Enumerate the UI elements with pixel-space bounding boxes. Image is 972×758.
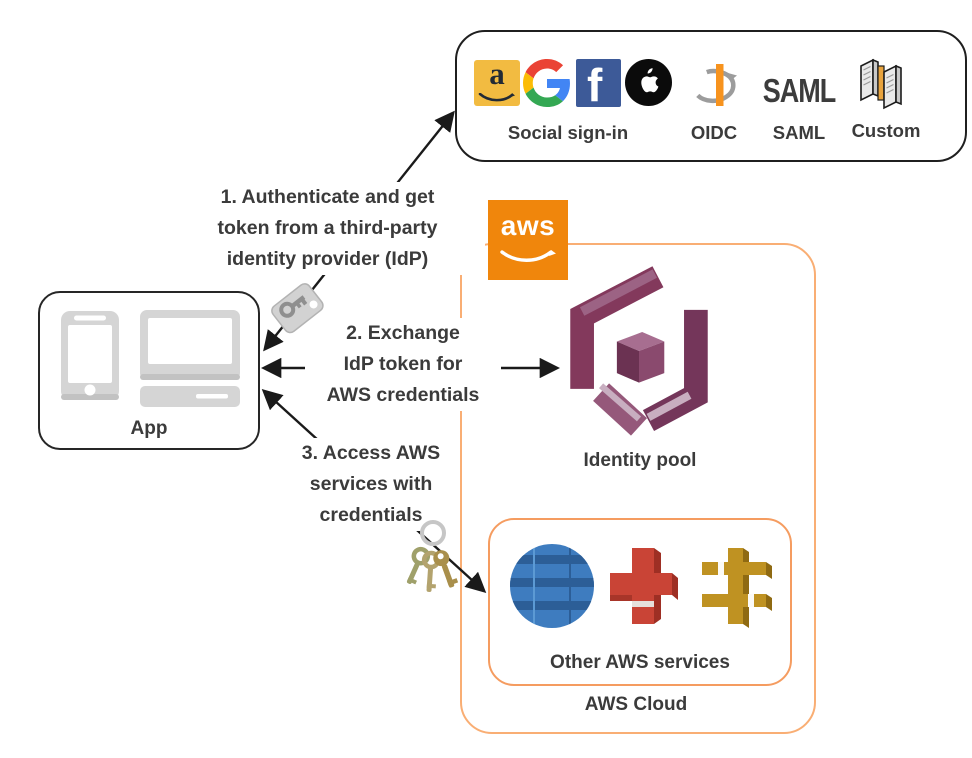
step-1-label: 1. Authenticate and get token from a thi…: [170, 182, 485, 275]
social-sign-in-label: Social sign-in: [507, 122, 629, 143]
step-3-line: 3. Access AWS: [301, 442, 441, 464]
s3-icon: [610, 548, 678, 624]
saml-logo: SAML: [762, 72, 837, 110]
credentials-keys-icon: [406, 520, 459, 592]
step-1-line: 1. Authenticate and get: [220, 186, 435, 208]
amazon-smile: [478, 93, 515, 102]
gold-service-icon: [702, 548, 772, 628]
identity-pool-icon: [570, 266, 708, 436]
dynamodb-icon: [510, 544, 594, 628]
aws-logo: aws: [488, 200, 568, 280]
saml-label: SAML: [772, 122, 826, 143]
apple-icon: [625, 59, 672, 106]
other-aws-services-box: Other AWS services: [488, 518, 792, 686]
google-icon: [523, 59, 570, 107]
other-aws-services-label: Other AWS services: [550, 652, 730, 674]
identity-providers-box: a f Social sign-in O: [455, 30, 967, 162]
step-1-line: token from a third-party: [217, 217, 438, 239]
aws-cloud-label: AWS Cloud: [584, 694, 688, 715]
amazon-icon: a: [474, 56, 520, 106]
aws-logo-text: aws: [500, 210, 556, 241]
oidc-icon: [696, 64, 737, 106]
oidc-label: OIDC: [690, 122, 738, 143]
identity-pool-label: Identity pool: [583, 450, 697, 471]
custom-idp-icon: [860, 58, 902, 110]
custom-label: Custom: [851, 120, 921, 141]
step-2-line: IdP token for: [343, 353, 463, 375]
amazon-a-glyph: a: [489, 56, 505, 91]
step-2-line: AWS credentials: [326, 384, 480, 406]
token-key-icon: [271, 283, 324, 334]
step-3-line: services with: [309, 473, 433, 495]
app-label: App: [130, 418, 168, 440]
phone-icon: [61, 311, 119, 400]
step-3-label: 3. Access AWS services with credentials: [287, 438, 455, 531]
facebook-f-glyph: f: [587, 59, 603, 107]
facebook-icon: f: [576, 59, 621, 107]
step-3-line: credentials: [319, 504, 423, 526]
step-2-line: 2. Exchange: [346, 322, 460, 344]
computer-icon: [140, 310, 240, 407]
step-1-line: identity provider (IdP): [226, 248, 429, 270]
aws-smile: [500, 250, 556, 262]
app-box: App: [38, 291, 260, 450]
step-2-label: 2. Exchange IdP token for AWS credential…: [305, 318, 501, 411]
